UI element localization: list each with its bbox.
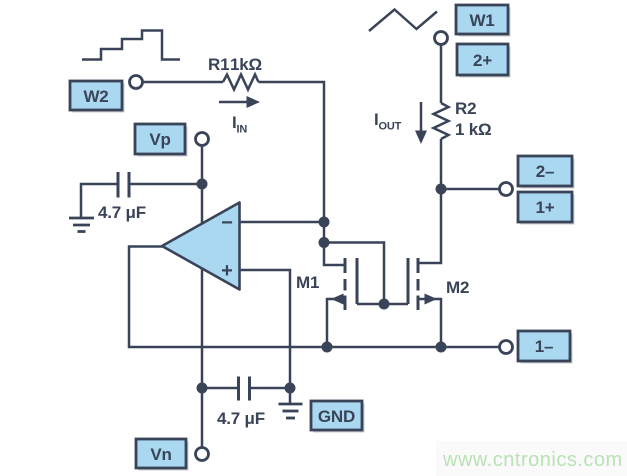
- label-w2-text: W2: [83, 87, 108, 106]
- triangle-waveform-icon: [368, 7, 438, 32]
- mosfet-m1: M1: [296, 258, 359, 310]
- label-w1-text: W1: [469, 11, 494, 30]
- junction-dot: [378, 298, 390, 310]
- m2-name: M2: [446, 278, 469, 297]
- label-2plus-text: 2+: [473, 51, 492, 70]
- r1-value: 1kΩ: [230, 55, 262, 74]
- terminal-node-vn: [194, 446, 210, 462]
- wire-noninverting-to-gnd: [238, 268, 292, 388]
- label-vp-text: Vp: [149, 130, 170, 149]
- opamp: − +: [160, 201, 241, 291]
- resistor-r2: R2 1 kΩ: [430, 99, 492, 141]
- m1-source-arrow-icon: [331, 293, 344, 305]
- c2-value: 4.7 μF: [217, 409, 265, 428]
- terminal-node-1minus: [498, 339, 514, 355]
- label-vn: Vn: [134, 437, 189, 471]
- terminal-node-w1: [433, 30, 449, 46]
- r2-name: R2: [455, 99, 476, 118]
- watermark-text: www.cntronics.com: [442, 449, 623, 471]
- wire-m2-source: [418, 297, 443, 347]
- junction-dot: [435, 183, 447, 195]
- terminal-node-w2: [128, 74, 144, 90]
- label-w2: W2: [68, 79, 125, 113]
- label-2minus: 2–: [516, 154, 575, 189]
- iin-label: IIN: [232, 113, 247, 136]
- capacitor-c2: 4.7 μF: [217, 376, 265, 428]
- down-arrow-icon: [415, 130, 427, 144]
- staircase-waveform-icon: [82, 29, 180, 61]
- terminal-nodes: [128, 30, 514, 462]
- label-1minus: 1–: [516, 329, 573, 364]
- label-2minus-text: 2–: [536, 162, 555, 181]
- junction-dot: [284, 382, 296, 394]
- wire-output-feedback-rail: [127, 245, 499, 349]
- label-gnd-text: GND: [318, 407, 355, 426]
- label-2plus: 2+: [455, 42, 511, 78]
- ground-symbol-top: [69, 216, 94, 233]
- current-arrow-iin: IIN: [219, 96, 260, 136]
- ground-symbol-bottom: [278, 402, 303, 420]
- terminal-node-2minus-1plus: [498, 181, 514, 197]
- label-gnd: GND: [309, 399, 365, 433]
- junction-dot: [435, 341, 447, 353]
- junction-dot: [196, 382, 208, 394]
- junction-dot: [196, 178, 208, 190]
- mosfet-m2: M2: [406, 258, 469, 310]
- wire-r2-to-m2-drain: [418, 139, 443, 265]
- r2-value: 1 kΩ: [455, 120, 491, 139]
- wire-c2-right-lead: [250, 386, 292, 403]
- junction-dot: [321, 341, 333, 353]
- wire-c1-left-lead: [79, 182, 118, 217]
- m2-source-arrow-icon: [424, 293, 437, 305]
- wire-gate-feed: [324, 241, 386, 304]
- wire-m1-source: [325, 297, 345, 347]
- terminal-node-vp: [194, 131, 210, 147]
- wires: [79, 44, 499, 448]
- junction-dot: [318, 216, 330, 228]
- label-w1: W1: [454, 3, 511, 37]
- r1-name: R1: [208, 55, 229, 74]
- right-arrow-icon: [246, 96, 260, 108]
- opamp-inverting-input-sign: −: [221, 212, 233, 234]
- label-1plus: 1+: [516, 190, 575, 225]
- opamp-noninverting-input-sign: +: [221, 260, 233, 282]
- c1-value: 4.7 μF: [98, 203, 146, 222]
- current-arrow-iout: IOUT: [374, 102, 427, 144]
- watermark: www.cntronics.com: [436, 441, 627, 476]
- iout-label: IOUT: [374, 110, 402, 133]
- capacitor-c1: 4.7 μF: [98, 172, 146, 222]
- resistor-r1: R1 1kΩ: [208, 55, 262, 93]
- label-1plus-text: 1+: [536, 198, 555, 217]
- junction-dot: [318, 237, 330, 248]
- m1-name: M1: [296, 273, 319, 292]
- label-1minus-text: 1–: [535, 337, 554, 356]
- junction-dots: [196, 178, 447, 394]
- label-vp: Vp: [133, 122, 188, 157]
- label-vn-text: Vn: [150, 445, 171, 464]
- wire-r1-to-m1-drain: [258, 80, 345, 267]
